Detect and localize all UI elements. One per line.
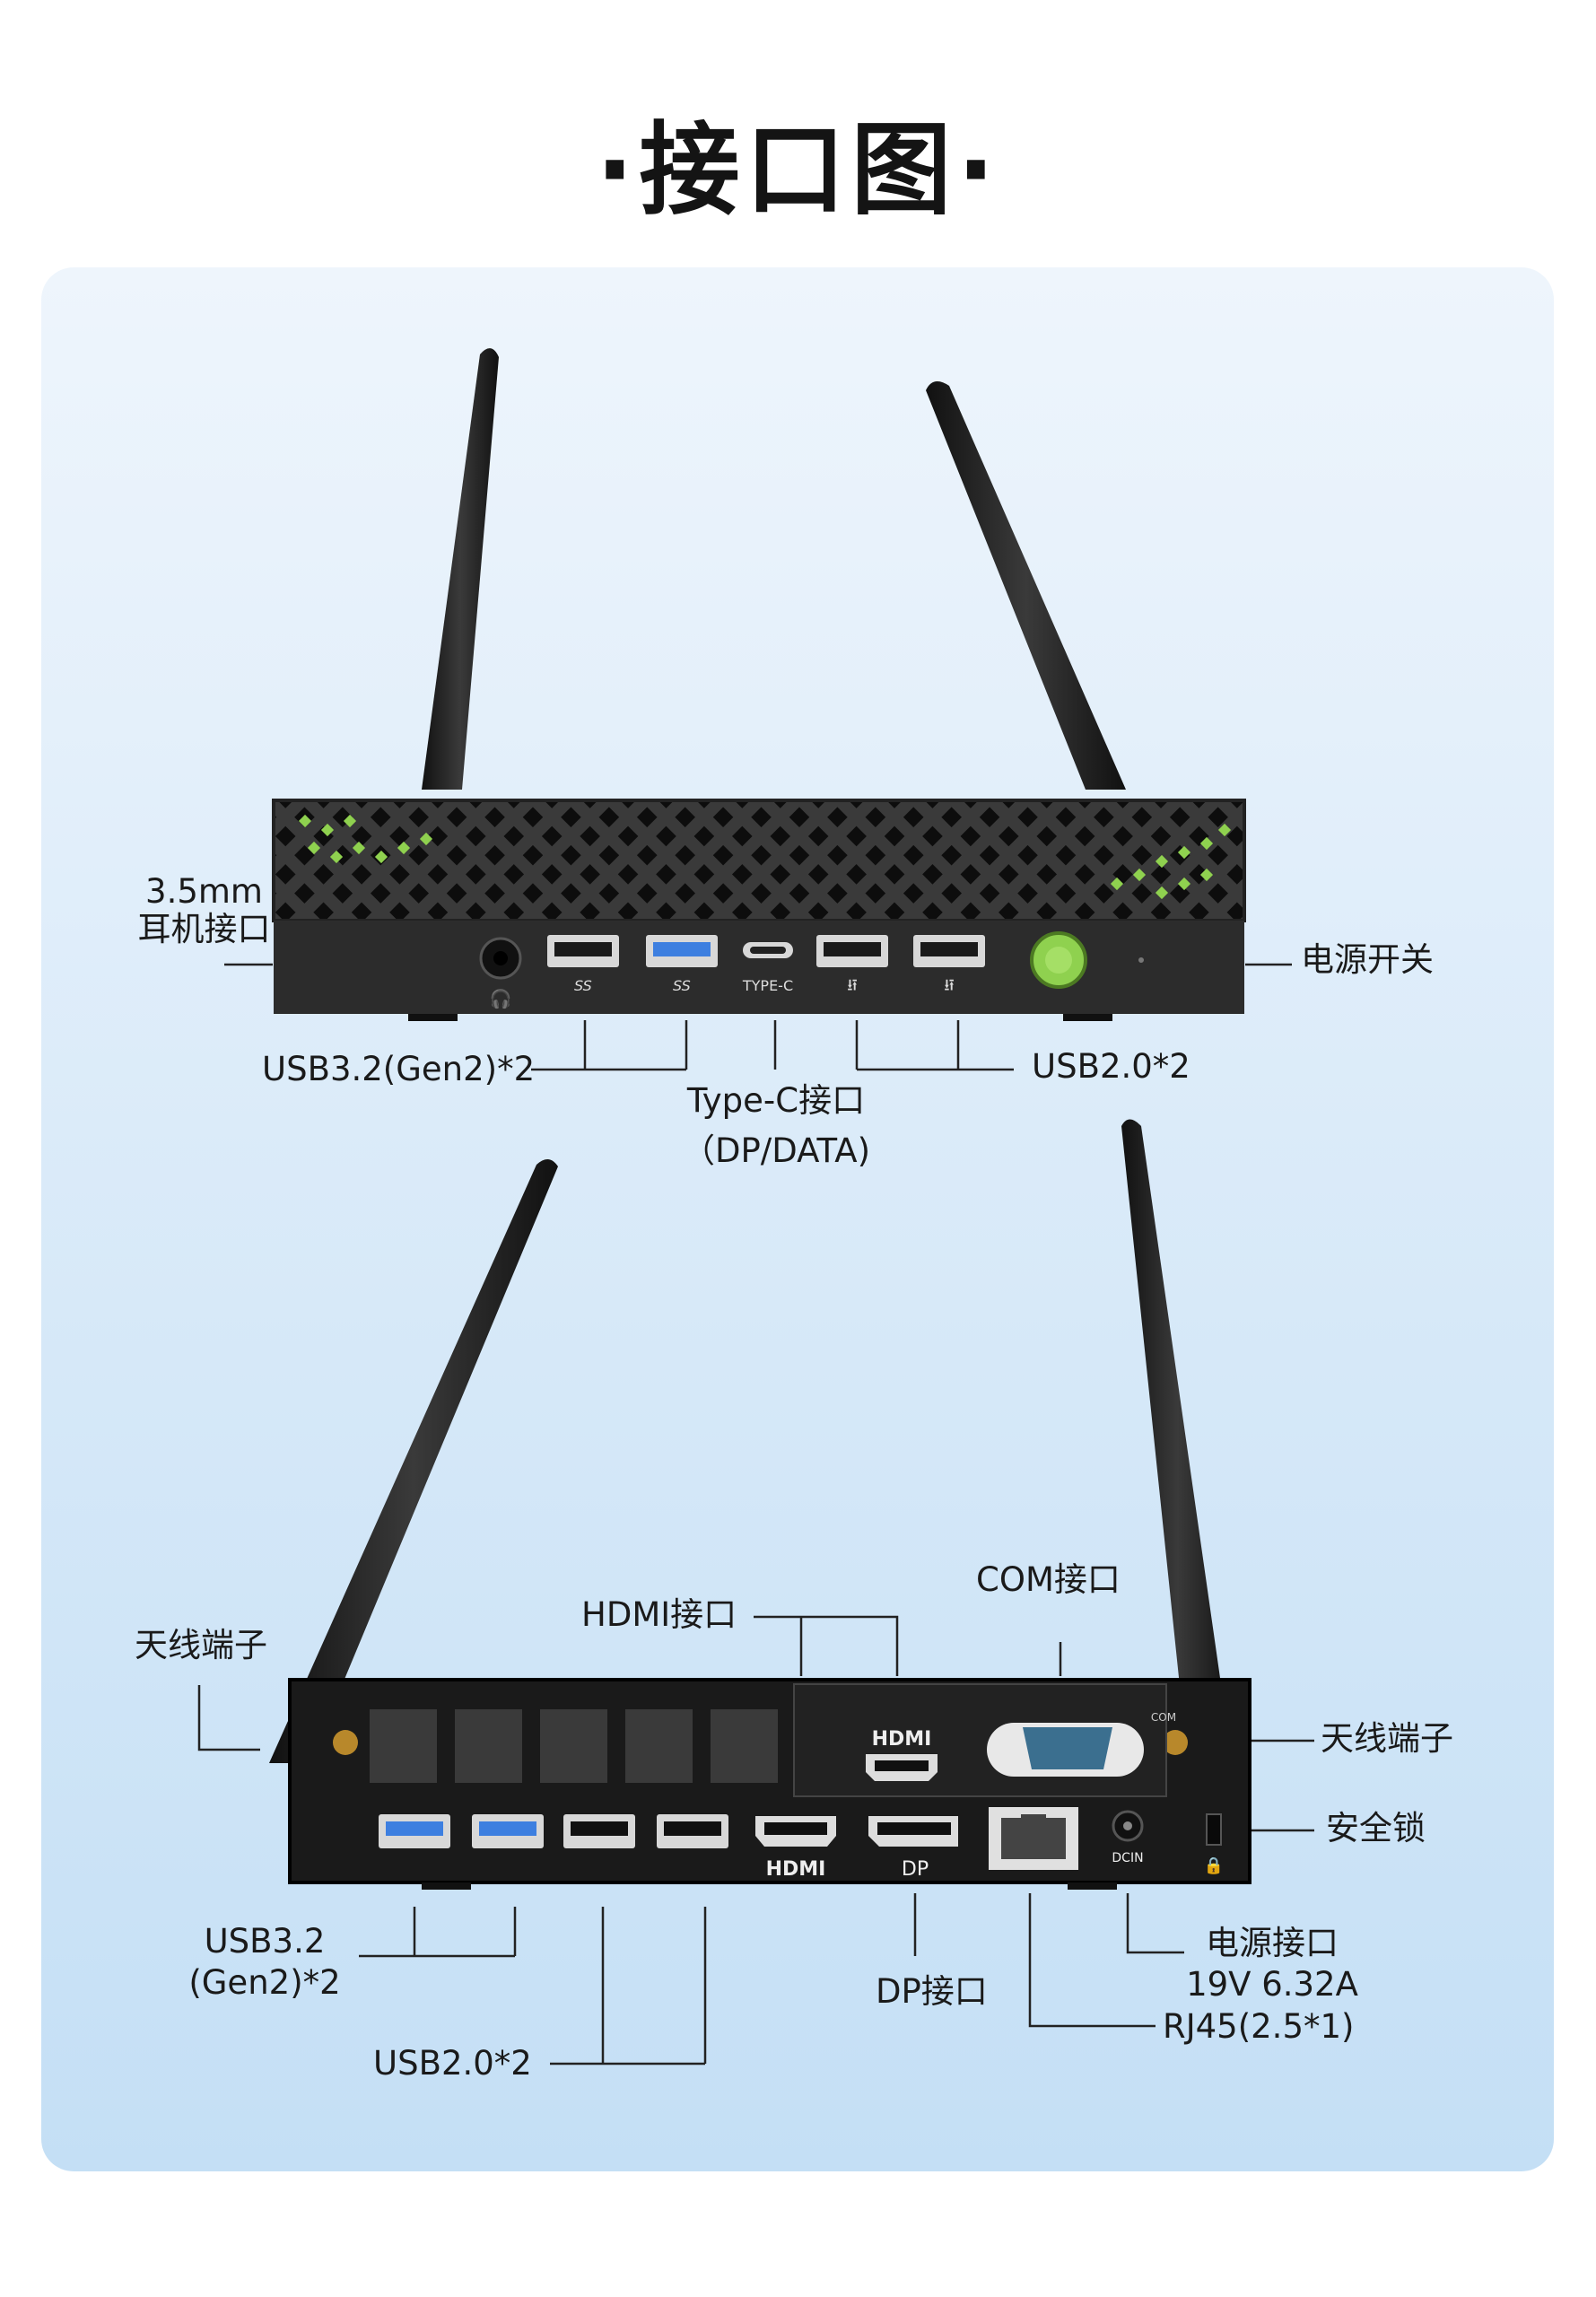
rear-security-lock: 🔒 [1204,1813,1224,1875]
svg-text:DP: DP [902,1858,929,1881]
svg-text:⭿: ⭿ [944,976,955,995]
rear-device: HDMI COM HDMI [269,1119,1252,1890]
rear-usb32-port-2 [472,1814,544,1848]
front-leader-lines [224,963,1292,1071]
rear-usb32-port-1 [379,1814,450,1848]
label-dp: DP接口 [876,1972,988,2011]
page-title: ·接口图· [595,112,1001,229]
rear-hdmi-port-top: HDMI [866,1728,938,1781]
rear-antenna-right [1121,1119,1234,1772]
front-usb32-port-1: SS [547,935,619,994]
front-vent-accent [298,814,1232,900]
front-usb32-port-2: SS [646,935,718,994]
label-rj45: RJ45(2.5*1) [1163,2007,1355,2046]
front-antenna-right [926,381,1126,790]
rear-leader-lines [197,1615,1314,2066]
front-typec-port: TYPE-C [742,942,793,994]
label-power-switch: 电源开关 [1301,940,1434,979]
front-usb20-port-2: ⭿ [913,935,985,995]
label-rear-usb32: USB3.2 (Gen2)*2 [188,1922,341,2002]
label-power-port: 电源接口 19V 6.32A [1186,1924,1358,2004]
svg-text:HDMI: HDMI [872,1728,932,1751]
rear-usb20-port-1 [563,1814,635,1848]
rear-dp-port: DP [868,1816,958,1881]
rear-usb20-port-2 [657,1814,728,1848]
svg-text:TYPE-C: TYPE-C [742,977,793,994]
front-antenna-left [422,348,499,790]
svg-text:SS: SS [673,977,691,994]
svg-text:DCIN: DCIN [1112,1851,1143,1865]
rear-antenna-left [269,1158,558,1763]
rear-com-port: COM [987,1711,1176,1777]
label-antenna-left: 天线端子 [135,1626,267,1664]
front-usb20-port-1: ⭿ [816,935,888,995]
label-security-lock: 安全锁 [1326,1809,1426,1847]
usb32-marking: SS [574,977,592,994]
rear-vents [370,1709,778,1783]
rear-rj45-port [989,1807,1078,1870]
svg-text:⭿: ⭿ [847,976,858,995]
label-rear-usb20: USB2.0*2 [373,2044,532,2083]
svg-text:🔒: 🔒 [1204,1856,1224,1875]
front-device: 🎧 SS SS TYPE-C ⭿ ⭿ [272,348,1246,1021]
label-antenna-right: 天线端子 [1321,1719,1453,1758]
svg-text:🎧: 🎧 [490,988,512,1009]
label-front-usb32: USB3.2(Gen2)*2 [262,1050,536,1088]
label-front-typec: Type-C接口 （DP/DATA) [681,1081,871,1170]
label-front-usb20: USB2.0*2 [1032,1047,1190,1086]
label-hdmi: HDMI接口 [581,1595,737,1634]
label-audio-jack: 3.5mm 耳机接口 [137,872,271,948]
label-com: COM接口 [976,1560,1121,1599]
svg-text:COM: COM [1151,1711,1176,1724]
rear-hdmi-port-bottom: HDMI [755,1816,836,1881]
rear-dcin-port: DCIN [1112,1810,1144,1865]
svg-text:HDMI: HDMI [766,1858,826,1881]
